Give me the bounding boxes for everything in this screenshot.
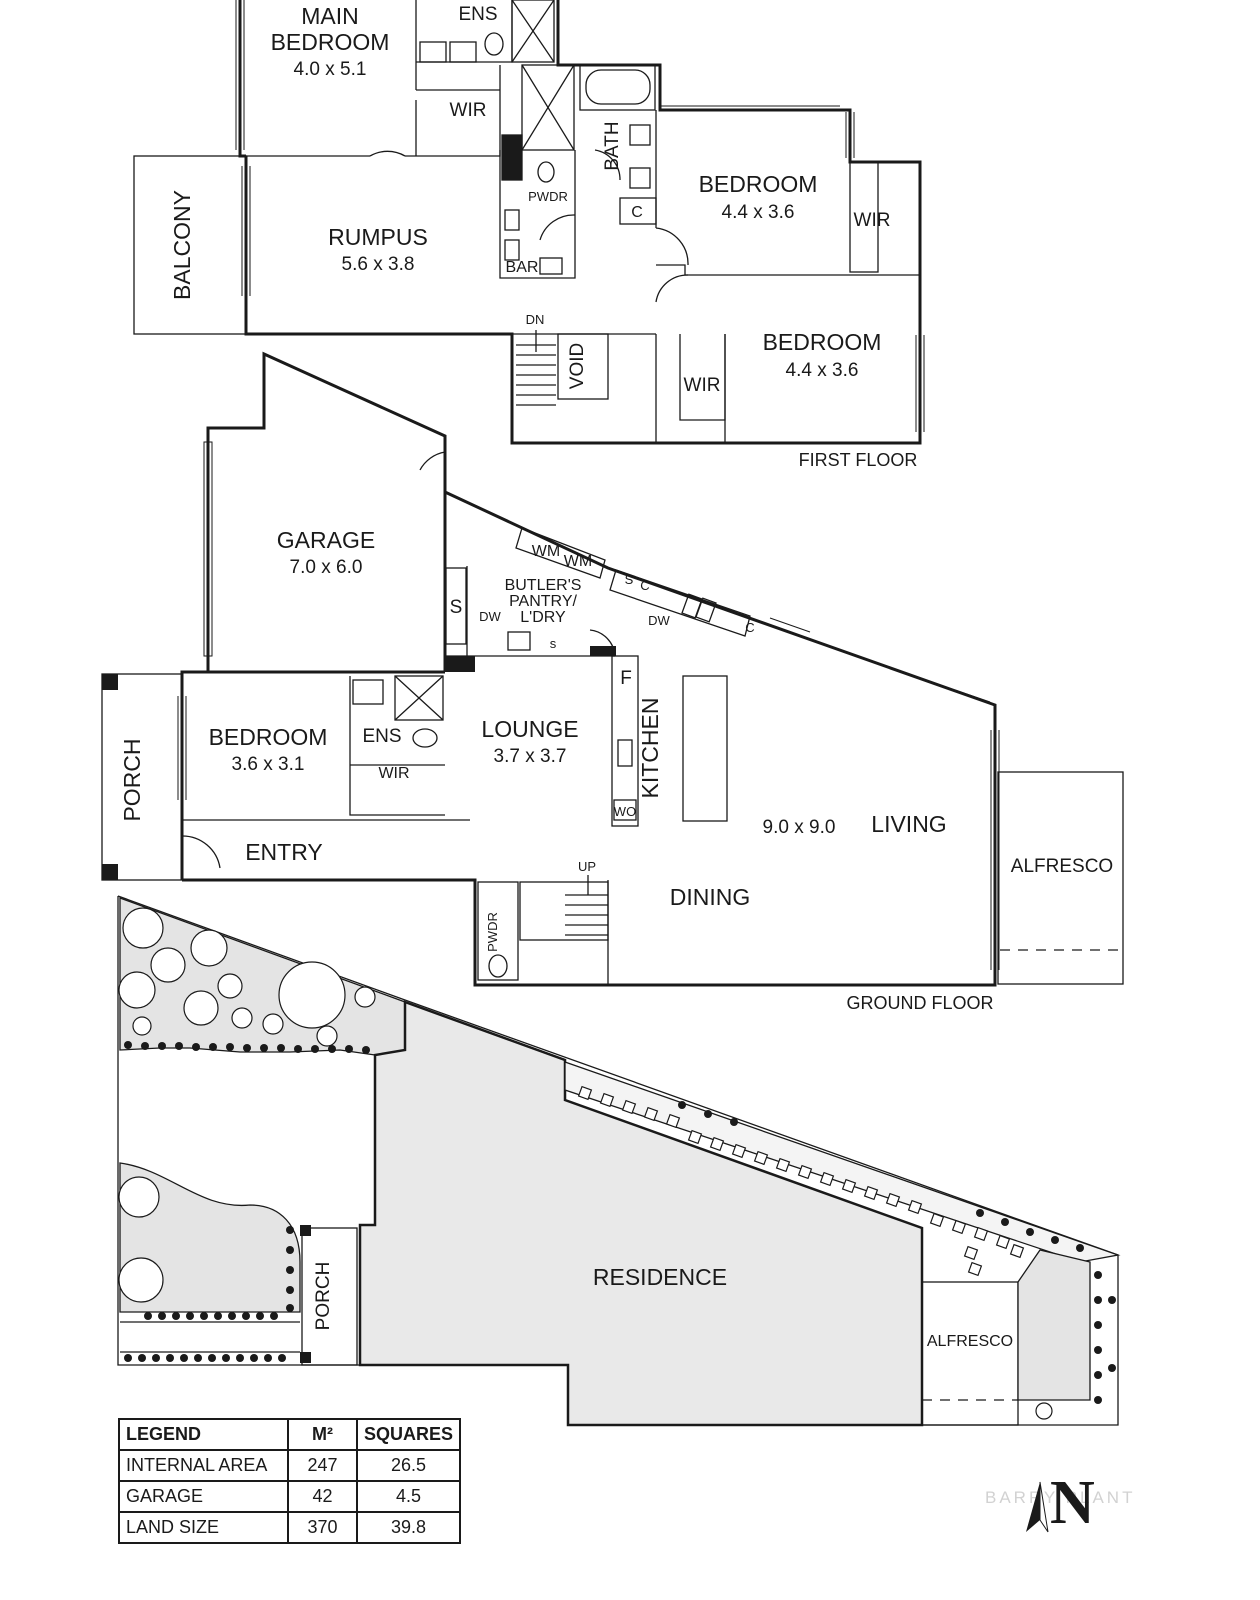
wm-label-1: WM: [532, 543, 560, 560]
residence-label: RESIDENCE: [593, 1264, 727, 1290]
garden-east: [1017, 1249, 1091, 1401]
compass-arrow-icon: [1026, 1481, 1049, 1533]
storage-label: S: [450, 597, 463, 618]
legend-row-m2: 247: [287, 1449, 358, 1482]
ensuite-label: ENS: [458, 4, 497, 25]
entry-label: ENTRY: [245, 839, 323, 865]
m2-header: M²: [287, 1418, 358, 1451]
legend-row-squares: 26.5: [355, 1449, 462, 1482]
wir-ground-label: WIR: [378, 765, 409, 782]
fridge-label: F: [620, 668, 632, 689]
site-alfresco: [921, 1281, 1019, 1426]
wir-a-label: WIR: [854, 210, 891, 231]
powder-label: PWDR: [528, 189, 568, 204]
stairs-down-label: DN: [526, 312, 545, 327]
legend-header-row: LEGEND M² SQUARES: [118, 1418, 462, 1451]
powder-label-ground: PWDR: [485, 912, 500, 952]
porch: [101, 673, 183, 881]
living-size: 9.0 x 9.0: [763, 817, 836, 838]
bath-label: BATH: [602, 121, 623, 170]
legend-row-label: GARAGE: [118, 1480, 289, 1513]
legend-row-label: INTERNAL AREA: [118, 1449, 289, 1482]
legend-row: INTERNAL AREA 247 26.5: [118, 1449, 462, 1482]
main-bedroom-label: MAIN: [301, 3, 359, 29]
squares-header: SQUARES: [355, 1418, 462, 1451]
porch-label: PORCH: [119, 738, 145, 821]
legend-row-m2: 42: [287, 1480, 358, 1513]
rumpus-size: 5.6 x 3.8: [342, 254, 415, 275]
bedroom-size: 3.6 x 3.1: [232, 754, 305, 775]
living-label: LIVING: [871, 811, 946, 837]
bedroom-a-size: 4.4 x 3.6: [722, 202, 795, 223]
north-compass: N: [1022, 1469, 1112, 1538]
shelf-label-2: s: [550, 636, 557, 651]
ensuite-label-ground: ENS: [362, 726, 401, 747]
legend-row-squares: 39.8: [355, 1511, 462, 1544]
wir-main-label: WIR: [450, 100, 487, 121]
ground-floor-caption: GROUND FLOOR: [846, 993, 993, 1013]
wm-label-2: WM: [564, 553, 592, 570]
legend-row-m2: 370: [287, 1511, 358, 1544]
north-letter: N: [1050, 1469, 1095, 1537]
wir-b-label: WIR: [684, 375, 721, 396]
balcony-label: BALCONY: [169, 190, 195, 300]
rumpus-label: RUMPUS: [328, 224, 428, 250]
dining-label: DINING: [670, 884, 751, 910]
cupboard-label: C: [631, 204, 643, 221]
first-floor-plan: [133, 0, 925, 445]
wall-oven-label: WO: [614, 804, 636, 819]
first-floor-caption: FIRST FLOOR: [799, 450, 918, 470]
shelf-label-1: S: [625, 572, 634, 587]
void-label: VOID: [567, 343, 588, 389]
cupboard-label-1: C: [640, 578, 649, 593]
residence-footprint: [358, 1000, 924, 1427]
lounge-label: LOUNGE: [481, 716, 578, 742]
bedroom-a-label: BEDROOM: [699, 171, 818, 197]
ground-floor-plan: [101, 351, 1124, 987]
butlers-pantry-label-2: PANTRY/: [509, 593, 577, 610]
stairs-up-label: UP: [578, 859, 596, 874]
site-porch-label: PORCH: [313, 1262, 334, 1331]
garden-west: [119, 1162, 301, 1313]
butlers-pantry-label-1: BUTLER'S: [505, 577, 582, 594]
legend-table: LEGEND M² SQUARES INTERNAL AREA 247 26.5…: [118, 1418, 462, 1544]
butlers-pantry-label-3: L'DRY: [520, 609, 566, 626]
main-bedroom-label-2: BEDROOM: [271, 29, 390, 55]
bedroom-label: BEDROOM: [209, 724, 328, 750]
cupboard-label-2: C: [745, 620, 754, 635]
alfresco: [997, 771, 1124, 985]
bar-label: BAR: [506, 259, 539, 276]
legend-row-label: LAND SIZE: [118, 1511, 289, 1544]
bedroom-b-size: 4.4 x 3.6: [786, 360, 859, 381]
alfresco-label: ALFRESCO: [1011, 856, 1113, 877]
garage-label: GARAGE: [277, 527, 375, 553]
legend-header: LEGEND: [118, 1418, 289, 1451]
legend-row-squares: 4.5: [355, 1480, 462, 1513]
lounge-size: 3.7 x 3.7: [494, 746, 567, 767]
dishwasher-label-1: DW: [479, 609, 501, 624]
site-plan: [117, 895, 1121, 1427]
garage-size: 7.0 x 6.0: [290, 557, 363, 578]
site-alfresco-label: ALFRESCO: [927, 1333, 1013, 1350]
dishwasher-label-2: DW: [648, 613, 670, 628]
legend-row: GARAGE 42 4.5: [118, 1480, 462, 1513]
legend-row: LAND SIZE 370 39.8: [118, 1511, 462, 1544]
watermark-logo: BARRY PLANT: [985, 1488, 1136, 1507]
balcony: [133, 155, 247, 335]
main-bedroom-size: 4.0 x 5.1: [294, 59, 367, 80]
kitchen-label: KITCHEN: [637, 698, 663, 799]
bedroom-b-label: BEDROOM: [763, 329, 882, 355]
